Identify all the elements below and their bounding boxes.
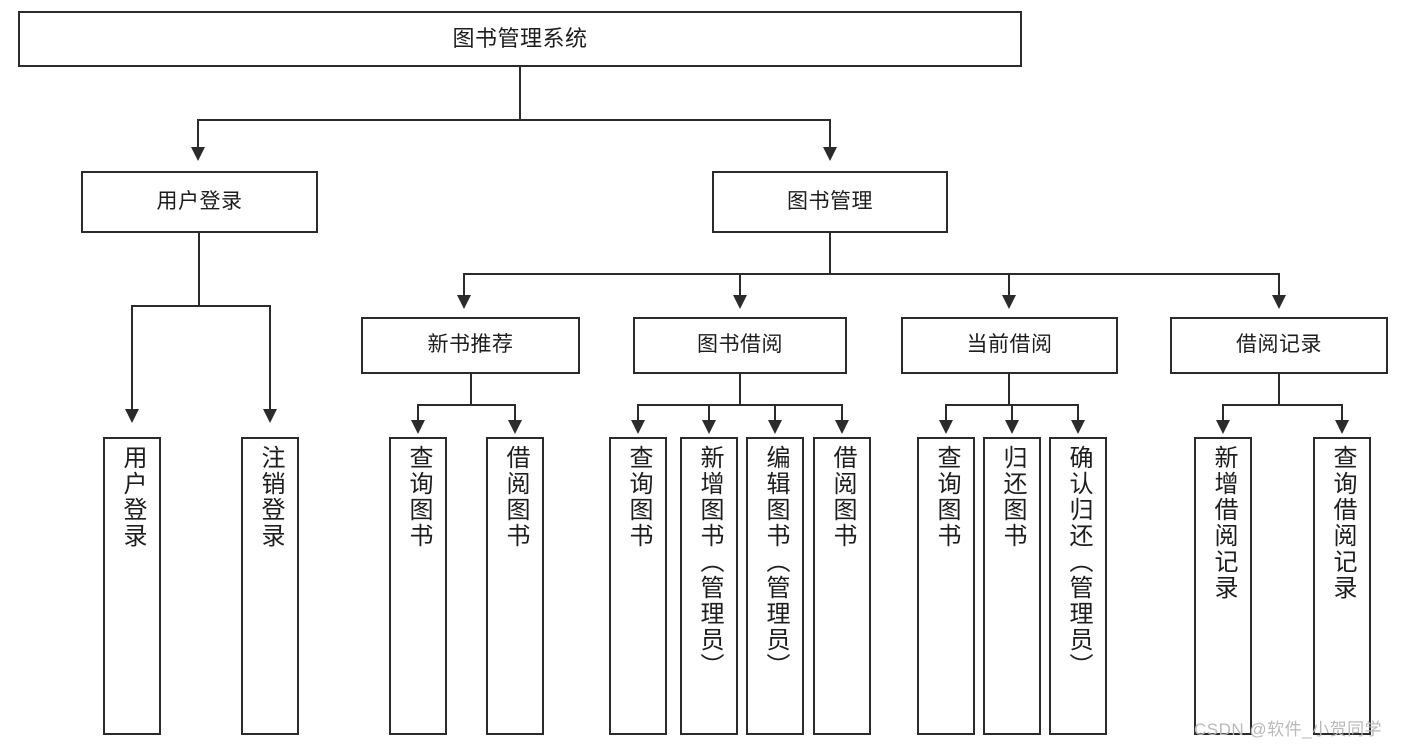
connector-root-stem	[519, 67, 521, 119]
arrow-cb-to-leaf-3	[1071, 420, 1085, 434]
arrow-br-to-leaf-1	[1216, 420, 1230, 434]
node-label: 新书推荐	[427, 333, 514, 357]
leaf-borrow-record-query-record[interactable]: 查询借阅记录	[1313, 437, 1371, 735]
node-book-management[interactable]: 图书管理	[712, 171, 948, 233]
node-book-borrow[interactable]: 图书借阅	[633, 317, 847, 374]
node-label: 图书借阅	[697, 333, 783, 357]
leaf-book-borrow-borrow-book[interactable]: 借阅图书	[813, 437, 871, 735]
connector-br-to-leaf-2	[1341, 404, 1343, 422]
arrow-bm-to-current-borrow	[1002, 295, 1016, 309]
connector-br-to-leaf-1	[1222, 404, 1224, 422]
connector-user-login-bus	[131, 305, 269, 307]
arrow-cb-to-leaf-1	[939, 420, 953, 434]
node-user-login[interactable]: 用户登录	[81, 171, 318, 233]
connector-bb-to-leaf-4	[841, 404, 843, 422]
connector-cb-to-leaf-3	[1077, 404, 1079, 422]
node-current-borrow[interactable]: 当前借阅	[901, 317, 1118, 374]
connector-bm-to-current-borrow	[1008, 273, 1010, 297]
connector-cb-to-leaf-2	[1011, 404, 1013, 422]
csdn-watermark: CSDN @软件_小贺同学	[1194, 720, 1383, 739]
connector-new-book-bus	[417, 404, 516, 406]
connector-root-to-user-login	[197, 119, 199, 149]
arrow-user-login-to-leaf-2	[263, 409, 277, 423]
connector-bm-to-book-borrow	[739, 273, 741, 297]
arrow-root-to-book-management	[823, 147, 837, 161]
node-label: 新增借阅记录	[1210, 445, 1237, 601]
arrow-bb-to-leaf-2	[702, 420, 716, 434]
connector-root-to-book-management	[829, 119, 831, 149]
node-label: 查询借阅记录	[1329, 445, 1356, 601]
node-label: 查询图书	[405, 445, 432, 549]
leaf-book-borrow-query-book[interactable]: 查询图书	[609, 437, 667, 735]
connector-new-book-to-leaf-2	[514, 404, 516, 422]
node-label: 查询图书	[933, 445, 960, 549]
connector-cb-to-leaf-1	[945, 404, 947, 422]
connector-bm-to-new-book	[463, 273, 465, 297]
leaf-new-book-borrow-book[interactable]: 借阅图书	[486, 437, 544, 735]
connector-bb-to-leaf-2	[708, 404, 710, 422]
node-new-book-recommend[interactable]: 新书推荐	[361, 317, 580, 374]
node-root-book-management-system[interactable]: 图书管理系统	[18, 11, 1022, 67]
node-label: 查询图书	[625, 445, 652, 549]
node-label: 借阅图书	[829, 445, 856, 549]
arrow-new-book-to-leaf-2	[508, 420, 522, 434]
arrow-bm-to-book-borrow	[733, 295, 747, 309]
node-label: 借阅记录	[1236, 333, 1322, 357]
leaf-borrow-record-add-record[interactable]: 新增借阅记录	[1194, 437, 1252, 735]
arrow-new-book-to-leaf-1	[411, 420, 425, 434]
node-borrow-record[interactable]: 借阅记录	[1170, 317, 1388, 374]
connector-root-bus	[197, 119, 831, 121]
arrow-bb-to-leaf-4	[835, 420, 849, 434]
leaf-book-borrow-edit-book[interactable]: 编辑图书（管理员）	[746, 437, 804, 735]
node-label: 图书管理系统	[452, 26, 588, 52]
node-label: 确认归还（管理员）	[1065, 445, 1092, 679]
connector-book-management-stem	[829, 233, 831, 273]
node-label: 新增图书（管理员）	[696, 445, 723, 679]
leaf-user-login-logout[interactable]: 注销登录	[241, 437, 299, 735]
connector-borrow-record-stem	[1278, 374, 1280, 404]
connector-book-borrow-bus	[637, 404, 843, 406]
connector-bb-to-leaf-1	[637, 404, 639, 422]
connector-user-login-stem	[198, 233, 200, 305]
leaf-new-book-query-book[interactable]: 查询图书	[389, 437, 447, 735]
node-label: 用户登录	[119, 445, 146, 549]
arrow-root-to-user-login	[191, 147, 205, 161]
node-label: 图书管理	[787, 189, 873, 213]
arrow-bb-to-leaf-3	[768, 420, 782, 434]
node-label: 借阅图书	[502, 445, 529, 549]
connector-book-management-bus	[463, 273, 1280, 275]
node-label: 归还图书	[999, 445, 1026, 549]
connector-bm-to-borrow-record	[1278, 273, 1280, 297]
arrow-bm-to-borrow-record	[1272, 295, 1286, 309]
leaf-book-borrow-add-book[interactable]: 新增图书（管理员）	[680, 437, 738, 735]
leaf-current-borrow-return-book[interactable]: 归还图书	[983, 437, 1041, 735]
arrow-br-to-leaf-2	[1335, 420, 1349, 434]
arrow-bb-to-leaf-1	[631, 420, 645, 434]
leaf-user-login-login[interactable]: 用户登录	[103, 437, 161, 735]
connector-book-borrow-stem	[739, 374, 741, 404]
connector-new-book-to-leaf-1	[417, 404, 419, 422]
connector-user-login-to-leaf-2	[269, 305, 271, 411]
connector-borrow-record-bus	[1222, 404, 1343, 406]
node-label: 编辑图书（管理员）	[762, 445, 789, 679]
connector-bb-to-leaf-3	[774, 404, 776, 422]
arrow-bm-to-new-book	[457, 295, 471, 309]
connector-current-borrow-stem	[1008, 374, 1010, 404]
leaf-current-borrow-query-book[interactable]: 查询图书	[917, 437, 975, 735]
connector-user-login-to-leaf-1	[131, 305, 133, 411]
arrow-user-login-to-leaf-1	[125, 409, 139, 423]
node-label: 注销登录	[257, 445, 284, 549]
node-label: 当前借阅	[966, 333, 1053, 357]
node-label: 用户登录	[156, 189, 243, 213]
connector-new-book-stem	[470, 374, 472, 404]
leaf-current-borrow-confirm-return[interactable]: 确认归还（管理员）	[1049, 437, 1107, 735]
arrow-cb-to-leaf-2	[1005, 420, 1019, 434]
